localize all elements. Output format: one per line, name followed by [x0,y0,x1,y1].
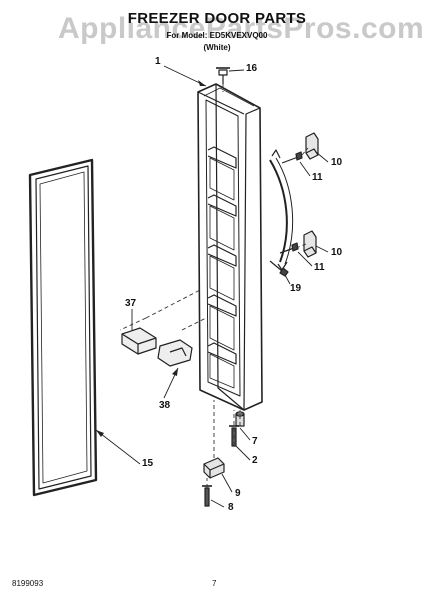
door-liner-assembly [197,83,263,411]
handle-screw-lower [279,242,299,254]
leader-arrowheads [96,80,206,437]
shelf-stop-37 [121,327,157,355]
door-gasket [28,158,98,497]
callout-screw-upper: 11 [312,172,323,183]
model-subtitle: For Model: ED5KVEXVQ00 [166,31,268,40]
callout-handle-screw: 19 [290,283,302,294]
alignment-lines [119,84,309,488]
handle-end-cap-lower [303,230,317,258]
callout-door-gasket: 15 [142,458,154,469]
callout-door-liner: 1 [155,56,161,67]
callout-end-cap-lower: 10 [331,247,343,258]
watermark: AppliancePartsPros.com [58,12,425,45]
callout-hinge-screw: 2 [252,455,258,466]
callout-screw-lower: 11 [314,262,325,273]
document-number: 8199093 [12,579,44,588]
bottom-hinge [203,457,225,479]
color-variant: (White) [203,43,231,52]
callout-shelf-stop: 37 [125,298,137,309]
shelf-bracket-38 [157,339,193,367]
top-hinge-screw [216,67,230,84]
callout-bottom-hinge: 9 [235,488,241,499]
handle-screw-19 [269,260,289,277]
callout-bottom-screw: 8 [228,502,234,513]
callout-end-cap-upper: 10 [331,157,343,168]
callout-shelf-bracket: 38 [159,400,171,411]
bottom-screw-8 [202,485,212,507]
handle-screw-upper [281,151,303,164]
page-number: 7 [212,579,217,588]
callout-bushing: 7 [252,436,258,447]
callout-top-screw: 16 [246,63,258,74]
diagram-title: FREEZER DOOR PARTS [127,10,307,27]
handle-end-cap-upper [305,132,319,160]
